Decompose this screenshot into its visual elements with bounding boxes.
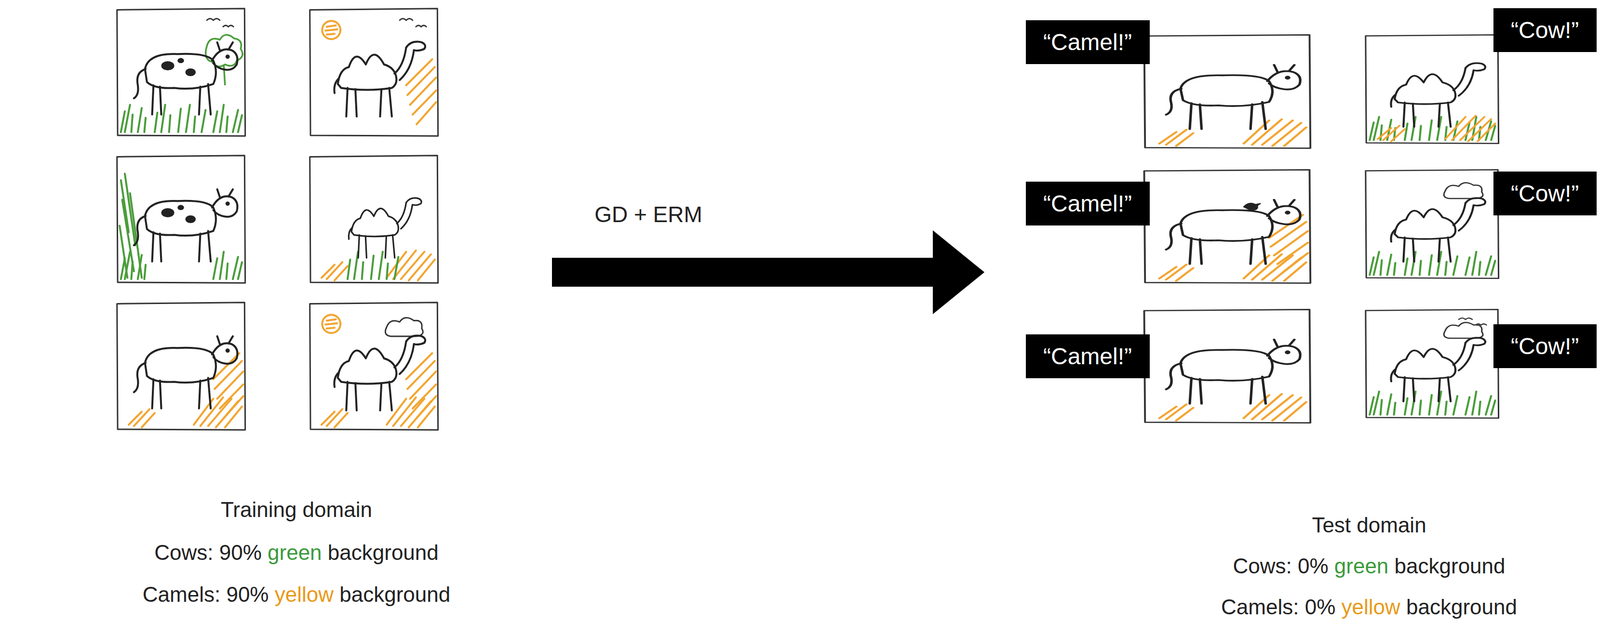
prediction-tag: “Camel!” [1025,20,1150,65]
prediction-tag: “Camel!” [1025,181,1150,226]
prediction-tag: “Cow!” [1493,8,1597,53]
prediction-text: “Cow!” [1510,16,1579,44]
training-image [117,302,246,431]
prediction-tag: “Camel!” [1025,334,1150,379]
test-image [1144,34,1311,148]
prediction-text: “Cow!” [1510,180,1579,207]
training-image [309,302,439,431]
big-arrow [551,230,985,315]
domain-caption: Cows: 0% green background [1232,554,1506,579]
prediction-tag: “Cow!” [1493,324,1597,369]
domain-caption: Test domain [1311,513,1426,538]
prediction-text: “Cow!” [1510,333,1579,360]
test-image [1365,309,1499,418]
test-image [1365,34,1499,144]
training-image [117,8,246,137]
test-image [1144,309,1311,423]
domain-caption: Camels: 0% yellow background [1221,595,1518,620]
domain-caption: Cows: 90% green background [154,540,439,565]
training-image [117,155,246,284]
method-label: GD + ERM [594,201,703,228]
domain-caption: Training domain [220,497,373,523]
training-image [309,8,439,137]
domain-caption: Camels: 90% yellow background [142,582,451,607]
prediction-text: “Camel!” [1043,190,1132,217]
prediction-text: “Camel!” [1043,343,1132,370]
prediction-text: “Camel!” [1043,28,1132,56]
test-image [1365,169,1499,279]
test-image [1144,169,1311,283]
prediction-tag: “Cow!” [1493,171,1597,216]
training-image [309,155,439,284]
